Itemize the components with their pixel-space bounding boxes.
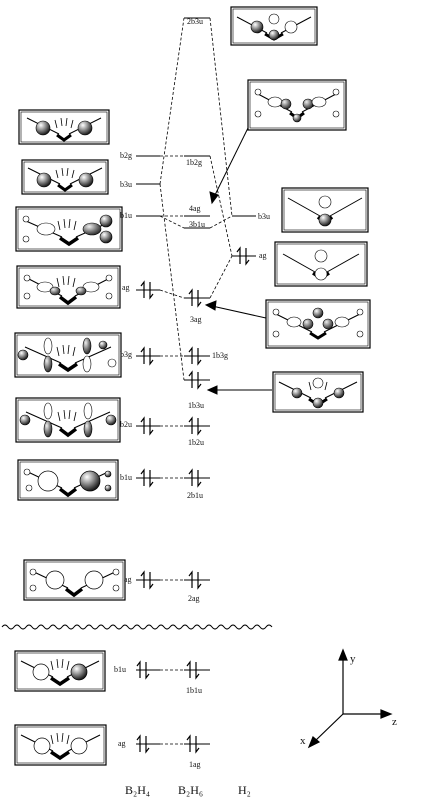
mo-box-b1u xyxy=(15,206,123,252)
coordinate-axes xyxy=(307,648,393,749)
level-label-h2-ag: ag xyxy=(259,251,267,260)
mo-box-2b3u xyxy=(230,6,318,46)
column-titles: B₂H₄ B₂H₆ H₂ xyxy=(125,783,251,797)
mo-box-ag-core xyxy=(23,559,126,601)
mo-box-b1u-inner xyxy=(14,650,106,692)
level-label-2b1u: 2b1u xyxy=(187,491,203,500)
mo-box-b2g xyxy=(18,109,110,145)
axis-label-y: y xyxy=(350,653,356,665)
mo-box-h2-b3u xyxy=(281,187,369,233)
mo-box-ag-inner xyxy=(14,724,107,766)
level-label-1b1u: 1b1u xyxy=(186,686,202,695)
level-label-b1u-2: b1u xyxy=(120,473,132,482)
h2-labels: b3u ag xyxy=(258,212,270,260)
level-label-1b2u: 1b2u xyxy=(188,438,204,447)
level-label-ag: ag xyxy=(122,283,130,292)
axis-label-z: z xyxy=(392,716,397,728)
level-label-2b3u: 2b3u xyxy=(187,17,203,26)
mo-box-4ag xyxy=(247,79,347,131)
mo-box-3ag xyxy=(265,299,371,349)
b2h6-labels: 2b3u 1b2g 4ag 3b1u 3ag 1b3g 1b3u 1b2u 2b… xyxy=(186,17,228,769)
mo-box-h2-ag xyxy=(274,241,368,287)
level-label-4ag: 4ag xyxy=(189,204,201,213)
mo-box-b2u xyxy=(15,397,121,443)
level-label-b3g: b3g xyxy=(120,350,132,359)
mo-box-b1u-core xyxy=(17,459,119,501)
level-label-b2u: b2u xyxy=(120,420,132,429)
level-label-b1u: b1u xyxy=(120,211,132,220)
level-label-3b1u: 3b1u xyxy=(189,220,205,229)
level-label-ag-2: ag xyxy=(124,575,132,584)
level-label-2ag: 2ag xyxy=(188,594,200,603)
mo-box-b3u xyxy=(21,159,109,195)
mo-box-1b3u xyxy=(272,371,364,413)
axis-label-x: x xyxy=(300,735,306,747)
level-label-1b3u: 1b3u xyxy=(188,401,204,410)
level-label-1ag: 1ag xyxy=(189,760,201,769)
level-label-ag-3: ag xyxy=(118,739,126,748)
level-label-b2g: b2g xyxy=(120,151,132,160)
level-label-3ag: 3ag xyxy=(190,315,202,324)
level-label-1b2g: 1b2g xyxy=(186,158,202,167)
mo-box-ag xyxy=(16,265,121,309)
electron-pairs xyxy=(136,246,250,754)
column-title-b2h4: B₂H₄ xyxy=(125,783,150,797)
column-title-h2: H₂ xyxy=(238,783,251,797)
mo-box-b3g xyxy=(14,332,122,378)
level-label-b1u-3: b1u xyxy=(114,665,126,674)
correlation-lines xyxy=(159,17,233,745)
energy-levels xyxy=(136,17,256,745)
b2h4-labels: b2g b3u b1u ag b3g b2u b1u ag b1u ag xyxy=(114,151,132,748)
wavy-separator xyxy=(1,624,273,630)
pointer-arrows xyxy=(204,127,272,395)
level-label-1b3g: 1b3g xyxy=(212,351,228,360)
column-title-b2h6: B₂H₆ xyxy=(178,783,203,797)
level-label-b3u: b3u xyxy=(120,180,132,189)
level-label-h2-b3u: b3u xyxy=(258,212,270,221)
